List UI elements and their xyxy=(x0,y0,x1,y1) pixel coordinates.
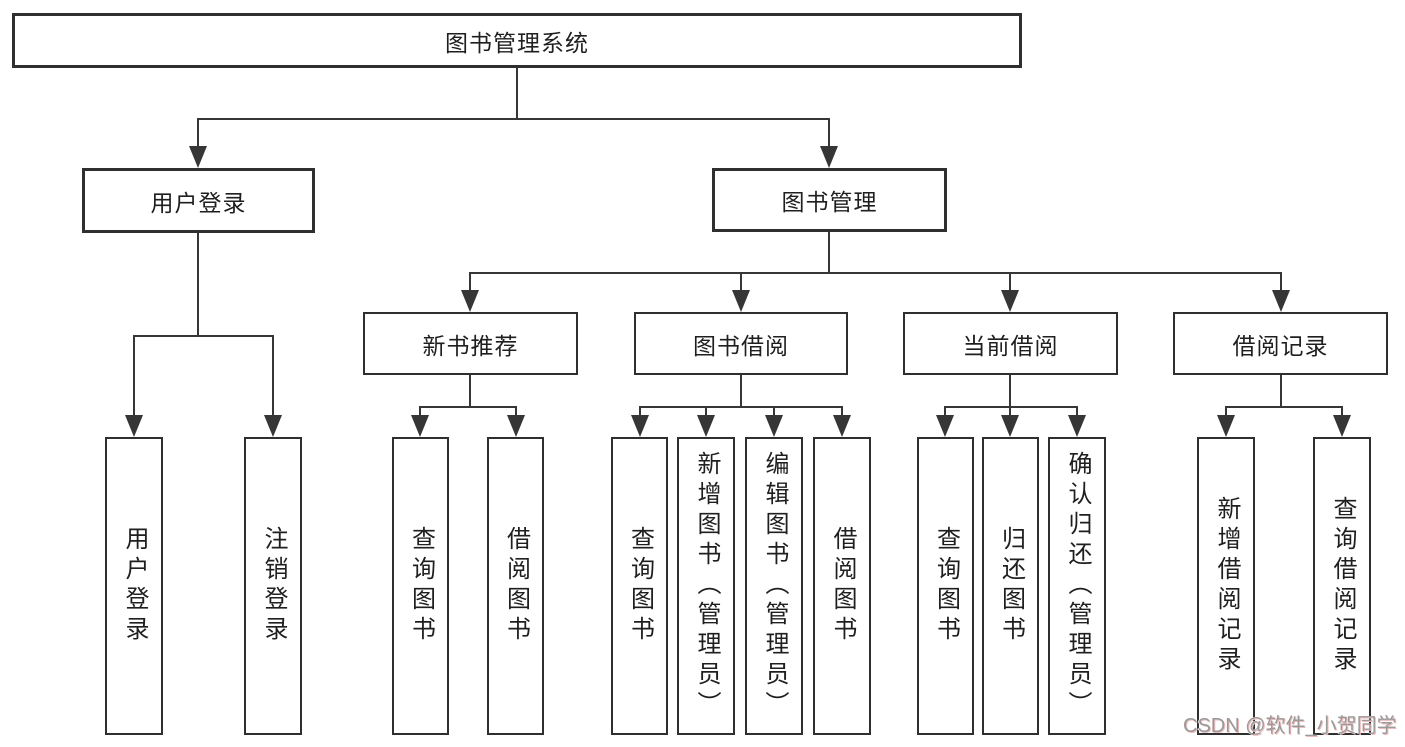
connector-line xyxy=(841,407,843,417)
leaf-logout: 注销登录 xyxy=(244,437,302,735)
leaf-user-login-label: 用户登录 xyxy=(121,526,148,646)
arrowhead-down-icon xyxy=(1001,415,1019,437)
connector-line xyxy=(1009,375,1011,407)
node-current-borrow-label: 当前借阅 xyxy=(962,332,1059,359)
connector-line xyxy=(419,406,517,408)
arrowhead-down-icon xyxy=(1217,415,1235,437)
connector-line xyxy=(828,232,830,273)
arrowhead-down-icon xyxy=(631,415,649,437)
connector-line xyxy=(1009,273,1011,292)
node-root: 图书管理系统 xyxy=(12,13,1022,68)
leaf-logout-label: 注销登录 xyxy=(260,526,287,646)
arrowhead-down-icon xyxy=(461,290,479,312)
connector-line xyxy=(419,407,421,417)
leaf-borrow-book-label: 借阅图书 xyxy=(829,526,856,646)
leaf-edit-book-admin: 编辑图书（管理员） xyxy=(745,437,803,735)
node-borrow-record: 借阅记录 xyxy=(1173,312,1388,375)
leaf-confirm-return-admin-label: 确认归还（管理员） xyxy=(1064,451,1091,721)
node-current-borrow: 当前借阅 xyxy=(903,312,1118,375)
leaf-confirm-return-admin: 确认归还（管理员） xyxy=(1048,437,1106,735)
leaf-add-book-admin: 新增图书（管理员） xyxy=(677,437,735,735)
arrowhead-down-icon xyxy=(507,415,525,437)
connector-line xyxy=(639,406,843,408)
arrowhead-down-icon xyxy=(697,415,715,437)
connector-line xyxy=(197,118,830,120)
arrowhead-down-icon xyxy=(411,415,429,437)
arrowhead-down-icon xyxy=(264,415,282,437)
connector-line xyxy=(1341,407,1343,417)
leaf-borrow-query-book: 查询图书 xyxy=(611,437,668,735)
arrowhead-down-icon xyxy=(765,415,783,437)
connector-line xyxy=(773,407,775,417)
connector-line xyxy=(1225,407,1227,417)
connector-line xyxy=(740,375,742,407)
connector-line xyxy=(1280,375,1282,407)
leaf-recommend-query-book: 查询图书 xyxy=(392,437,449,735)
node-user-login: 用户登录 xyxy=(82,168,315,233)
connector-line xyxy=(944,406,1078,408)
arrowhead-down-icon xyxy=(1272,290,1290,312)
leaf-return-book-label: 归还图书 xyxy=(997,526,1025,646)
connector-line xyxy=(705,407,707,417)
connector-line xyxy=(515,407,517,417)
arrowhead-down-icon xyxy=(1001,290,1019,312)
arrowhead-down-icon xyxy=(936,415,954,437)
connector-line xyxy=(469,272,1282,274)
connector-line xyxy=(828,119,830,148)
leaf-recommend-borrow-book: 借阅图书 xyxy=(487,437,544,735)
node-user-login-label: 用户登录 xyxy=(150,189,247,216)
connector-line xyxy=(944,407,946,417)
arrowhead-down-icon xyxy=(820,146,838,168)
leaf-add-borrow-record: 新增借阅记录 xyxy=(1197,437,1255,735)
leaf-return-book: 归还图书 xyxy=(982,437,1039,735)
leaf-recommend-borrow-book-label: 借阅图书 xyxy=(502,526,530,646)
node-root-label: 图书管理系统 xyxy=(445,29,589,56)
connector-line xyxy=(197,119,199,148)
connector-line xyxy=(469,375,471,407)
leaf-borrow-query-book-label: 查询图书 xyxy=(626,526,654,646)
leaf-query-borrow-record: 查询借阅记录 xyxy=(1313,437,1371,735)
arrowhead-down-icon xyxy=(833,415,851,437)
connector-line xyxy=(1009,407,1011,417)
node-book-management-label: 图书管理 xyxy=(781,189,878,215)
leaf-current-query-book: 查询图书 xyxy=(917,437,974,735)
connector-line xyxy=(133,335,274,337)
leaf-add-book-admin-label: 新增图书（管理员） xyxy=(693,451,720,721)
connector-line xyxy=(469,273,471,292)
leaf-query-borrow-record-label: 查询借阅记录 xyxy=(1329,496,1356,676)
arrowhead-down-icon xyxy=(189,146,207,168)
arrowhead-down-icon xyxy=(732,290,750,312)
node-book-borrow: 图书借阅 xyxy=(634,312,848,375)
connector-line xyxy=(639,407,641,417)
node-borrow-record-label: 借阅记录 xyxy=(1232,332,1329,359)
connector-line xyxy=(516,68,518,119)
connector-line xyxy=(740,273,742,292)
leaf-user-login: 用户登录 xyxy=(105,437,163,735)
arrowhead-down-icon xyxy=(1068,415,1086,437)
arrowhead-down-icon xyxy=(1333,415,1351,437)
leaf-current-query-book-label: 查询图书 xyxy=(932,526,960,646)
arrowhead-down-icon xyxy=(125,415,143,437)
connector-line xyxy=(1225,406,1343,408)
connector-line xyxy=(1076,407,1078,417)
node-book-management: 图书管理 xyxy=(712,168,947,232)
leaf-add-borrow-record-label: 新增借阅记录 xyxy=(1213,496,1240,676)
node-new-book-recommend-label: 新书推荐 xyxy=(422,332,519,359)
node-new-book-recommend: 新书推荐 xyxy=(363,312,578,375)
leaf-edit-book-admin-label: 编辑图书（管理员） xyxy=(761,451,788,721)
connector-line xyxy=(1280,273,1282,292)
leaf-borrow-book: 借阅图书 xyxy=(813,437,871,735)
connector-line xyxy=(133,336,135,417)
leaf-recommend-query-book-label: 查询图书 xyxy=(407,526,435,646)
node-book-borrow-label: 图书借阅 xyxy=(693,332,789,359)
connector-line xyxy=(197,233,199,336)
csdn-watermark: CSDN @软件_小贺同学 xyxy=(1183,715,1397,737)
connector-line xyxy=(272,336,274,417)
